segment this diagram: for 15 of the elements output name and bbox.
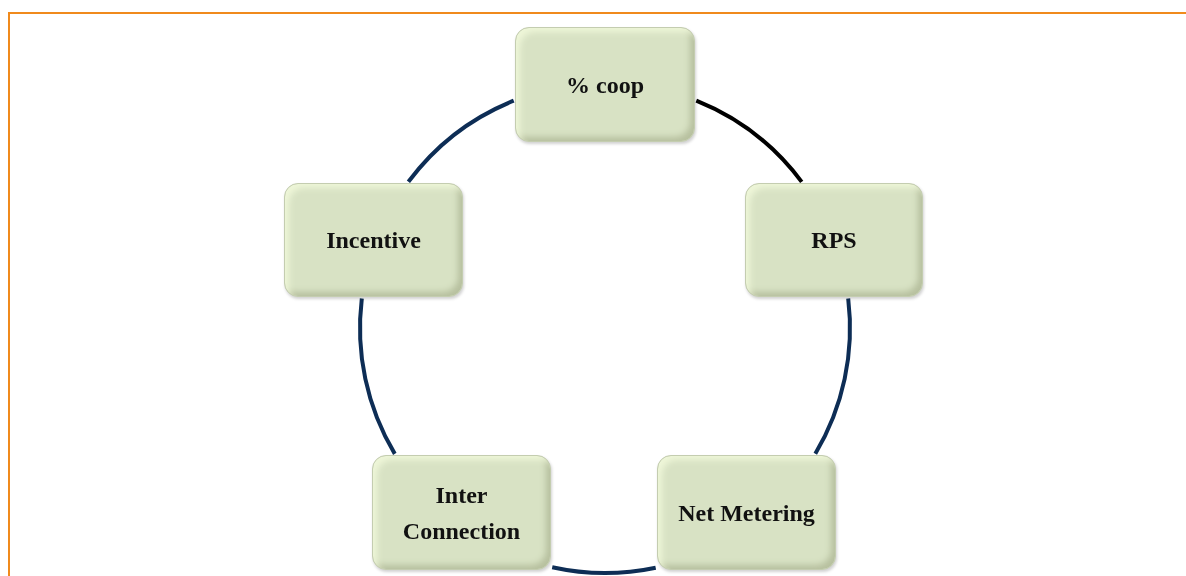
- connector-arc: [406, 98, 515, 184]
- rounded-box: [745, 183, 923, 297]
- box-label: Net Metering: [678, 498, 815, 528]
- rounded-box: [515, 27, 695, 142]
- box-label: Incentive: [326, 226, 421, 255]
- connector-arc: [551, 565, 656, 575]
- rounded-box: [657, 455, 836, 570]
- connector-arc: [695, 98, 804, 184]
- rounded-box: [284, 183, 463, 297]
- box-label: % coop: [566, 70, 644, 100]
- rounded-box: [372, 455, 551, 570]
- box-label: RPS: [811, 226, 857, 255]
- box-label: Inter Connection: [401, 480, 522, 546]
- connector-arc: [358, 298, 397, 455]
- connector-arc: [813, 298, 852, 455]
